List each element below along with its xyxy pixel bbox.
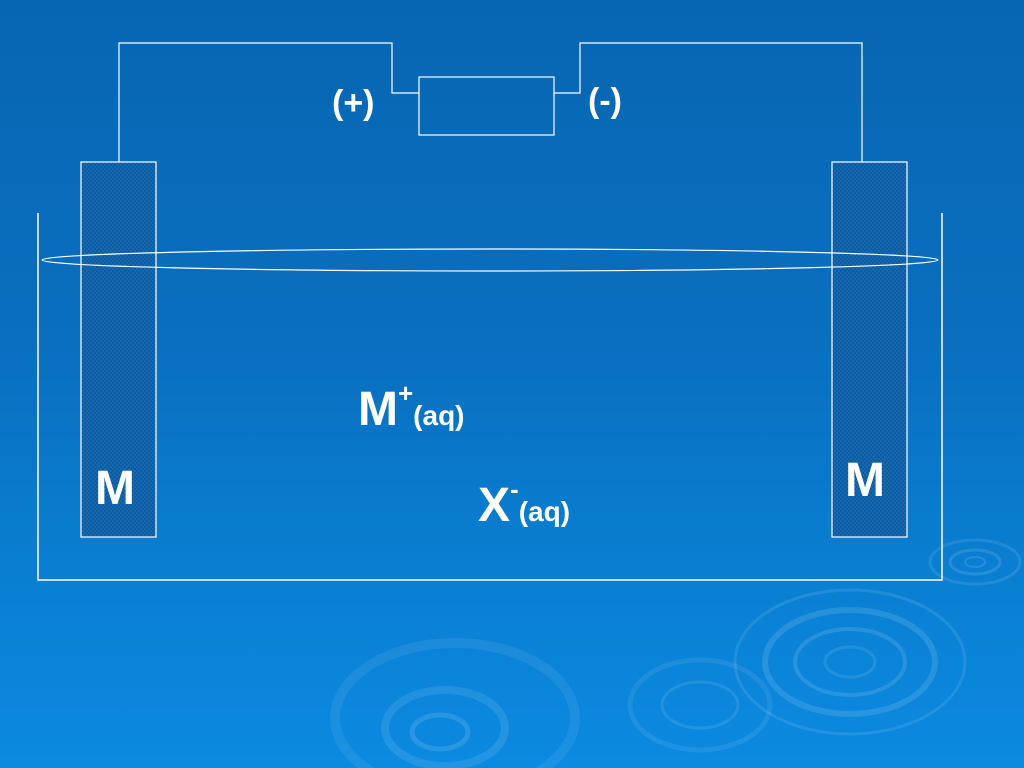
- anion-label: X-(aq): [478, 476, 571, 532]
- beaker-outline: [37, 213, 943, 581]
- cation-state: (aq): [413, 400, 465, 431]
- ripple-decoration: [330, 538, 1022, 768]
- electrode-right-label: M: [845, 454, 885, 507]
- wire-positive: [118, 42, 419, 162]
- wire-negative: [554, 42, 863, 162]
- anion-charge: -: [510, 474, 519, 504]
- power-source-box: [418, 76, 555, 136]
- terminal-positive-label: (+): [332, 84, 375, 122]
- anion-state: (aq): [518, 496, 571, 527]
- anion-symbol: X: [478, 479, 511, 532]
- liquid-surface: [41, 248, 939, 272]
- electrode-right: [831, 161, 908, 538]
- electrode-left-label: M: [95, 462, 135, 515]
- cation-charge: +: [397, 378, 414, 408]
- electrode-left: [80, 161, 157, 538]
- cation-symbol: M: [358, 383, 398, 436]
- cation-label: M+(aq): [358, 380, 465, 436]
- terminal-negative-label: (-): [588, 82, 622, 120]
